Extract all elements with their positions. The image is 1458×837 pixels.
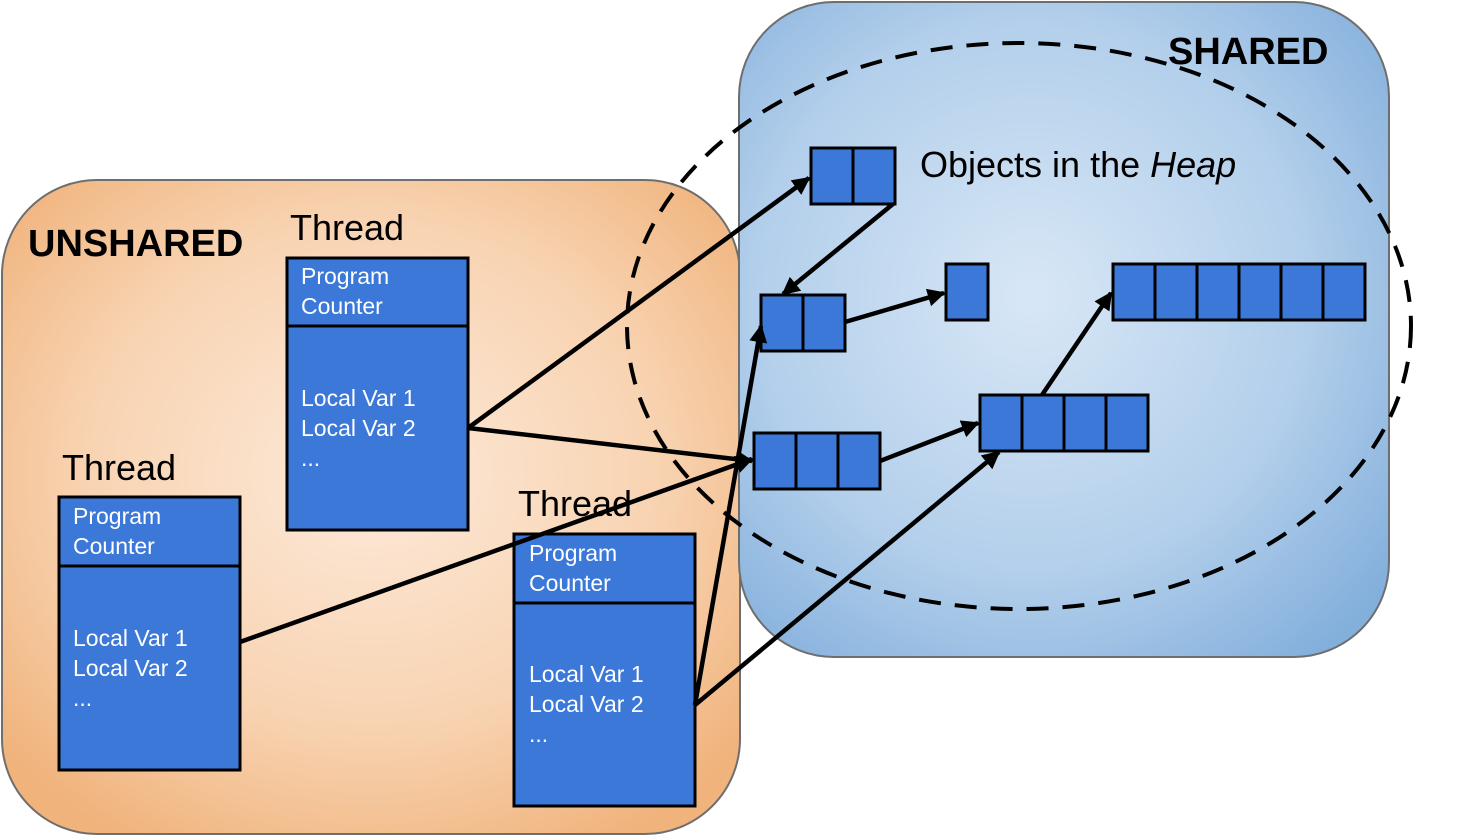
- thread-3: Thread Program Counter Local Var 1 Local…: [512, 483, 697, 808]
- local-var-ellipsis: ...: [301, 445, 320, 471]
- heap-object-obj-a: [809, 146, 897, 206]
- program-counter-line1: Program: [73, 503, 161, 529]
- heap-object-cell: [836, 431, 882, 491]
- heap-object-obj-b: [759, 293, 847, 353]
- local-vars-box: [285, 324, 470, 532]
- unshared-label: UNSHARED: [28, 223, 243, 265]
- heap-object-cell: [1153, 262, 1199, 322]
- heap-object-cell: [1195, 262, 1241, 322]
- reference-arrow-obj-e-to-obj-f: [879, 420, 980, 464]
- reference-arrow-thread-3-to-obj-b: [692, 324, 768, 706]
- heap-object-cell: [801, 293, 847, 353]
- heap-object-cell: [809, 146, 855, 206]
- reference-arrow-obj-a-to-obj-b: [781, 202, 895, 296]
- heap-object-cell: [1111, 262, 1157, 322]
- thread-title: Thread: [62, 447, 176, 488]
- heap-object-cell: [1237, 262, 1283, 322]
- heap-object-obj-d: [1111, 262, 1367, 322]
- local-var-ellipsis: ...: [73, 685, 92, 711]
- heap-object-cell: [1321, 262, 1367, 322]
- heap-object-cell: [1020, 393, 1066, 453]
- reference-arrow-thread-2-to-obj-e: [239, 455, 754, 645]
- thread-title: Thread: [290, 207, 404, 248]
- local-var-1: Local Var 1: [301, 385, 416, 411]
- local-var-2: Local Var 2: [301, 415, 416, 441]
- thread-2: Thread Program Counter Local Var 1 Local…: [57, 447, 242, 772]
- heap-object-cell: [1279, 262, 1325, 322]
- heap-object-cell: [1062, 393, 1108, 453]
- heap-object-cell: [794, 431, 840, 491]
- heap-label-prefix: Objects in the: [920, 144, 1150, 185]
- references: [239, 176, 1113, 707]
- reference-arrow-obj-f-to-obj-d: [1040, 291, 1113, 397]
- heap-objects: [752, 146, 1367, 491]
- heap-label-emphasis: Heap: [1150, 144, 1236, 185]
- reference-arrow-thread-1-to-obj-e: [467, 425, 754, 469]
- shared-region: [738, 1, 1390, 658]
- local-var-2: Local Var 2: [73, 655, 188, 681]
- heap-object-obj-f: [978, 393, 1150, 453]
- program-counter-line2: Counter: [529, 570, 611, 596]
- heap-object-obj-e: [752, 431, 882, 491]
- heap-object-cell: [759, 293, 805, 353]
- program-counter-line1: Program: [301, 263, 389, 289]
- thread-title: Thread: [518, 483, 632, 524]
- local-vars-box: [57, 564, 242, 772]
- heap-object-cell: [752, 431, 798, 491]
- local-var-1: Local Var 1: [529, 661, 644, 687]
- shared-label: SHARED: [1168, 31, 1328, 73]
- reference-arrow-thread-3-to-obj-f: [693, 450, 1001, 707]
- local-var-2: Local Var 2: [529, 691, 644, 717]
- local-var-1: Local Var 1: [73, 625, 188, 651]
- reference-arrow-obj-b-to-obj-c: [844, 288, 946, 325]
- reference-arrow-thread-1-to-obj-a: [466, 176, 811, 430]
- program-counter-line2: Counter: [73, 533, 155, 559]
- local-vars-box: [512, 601, 697, 808]
- program-counter-box: [57, 495, 242, 568]
- heap-object-cell: [851, 146, 897, 206]
- heap-object-cell: [944, 262, 990, 322]
- thread-1: Thread Program Counter Local Var 1 Local…: [285, 207, 470, 532]
- program-counter-box: [512, 532, 697, 605]
- heap-label: Objects in the Heap: [920, 144, 1236, 185]
- heap-boundary: [625, 41, 1413, 611]
- program-counter-line1: Program: [529, 540, 617, 566]
- heap-object-obj-c: [944, 262, 990, 322]
- heap-object-cell: [978, 393, 1024, 453]
- program-counter-line2: Counter: [301, 293, 383, 319]
- heap-object-cell: [1104, 393, 1150, 453]
- local-var-ellipsis: ...: [529, 721, 548, 747]
